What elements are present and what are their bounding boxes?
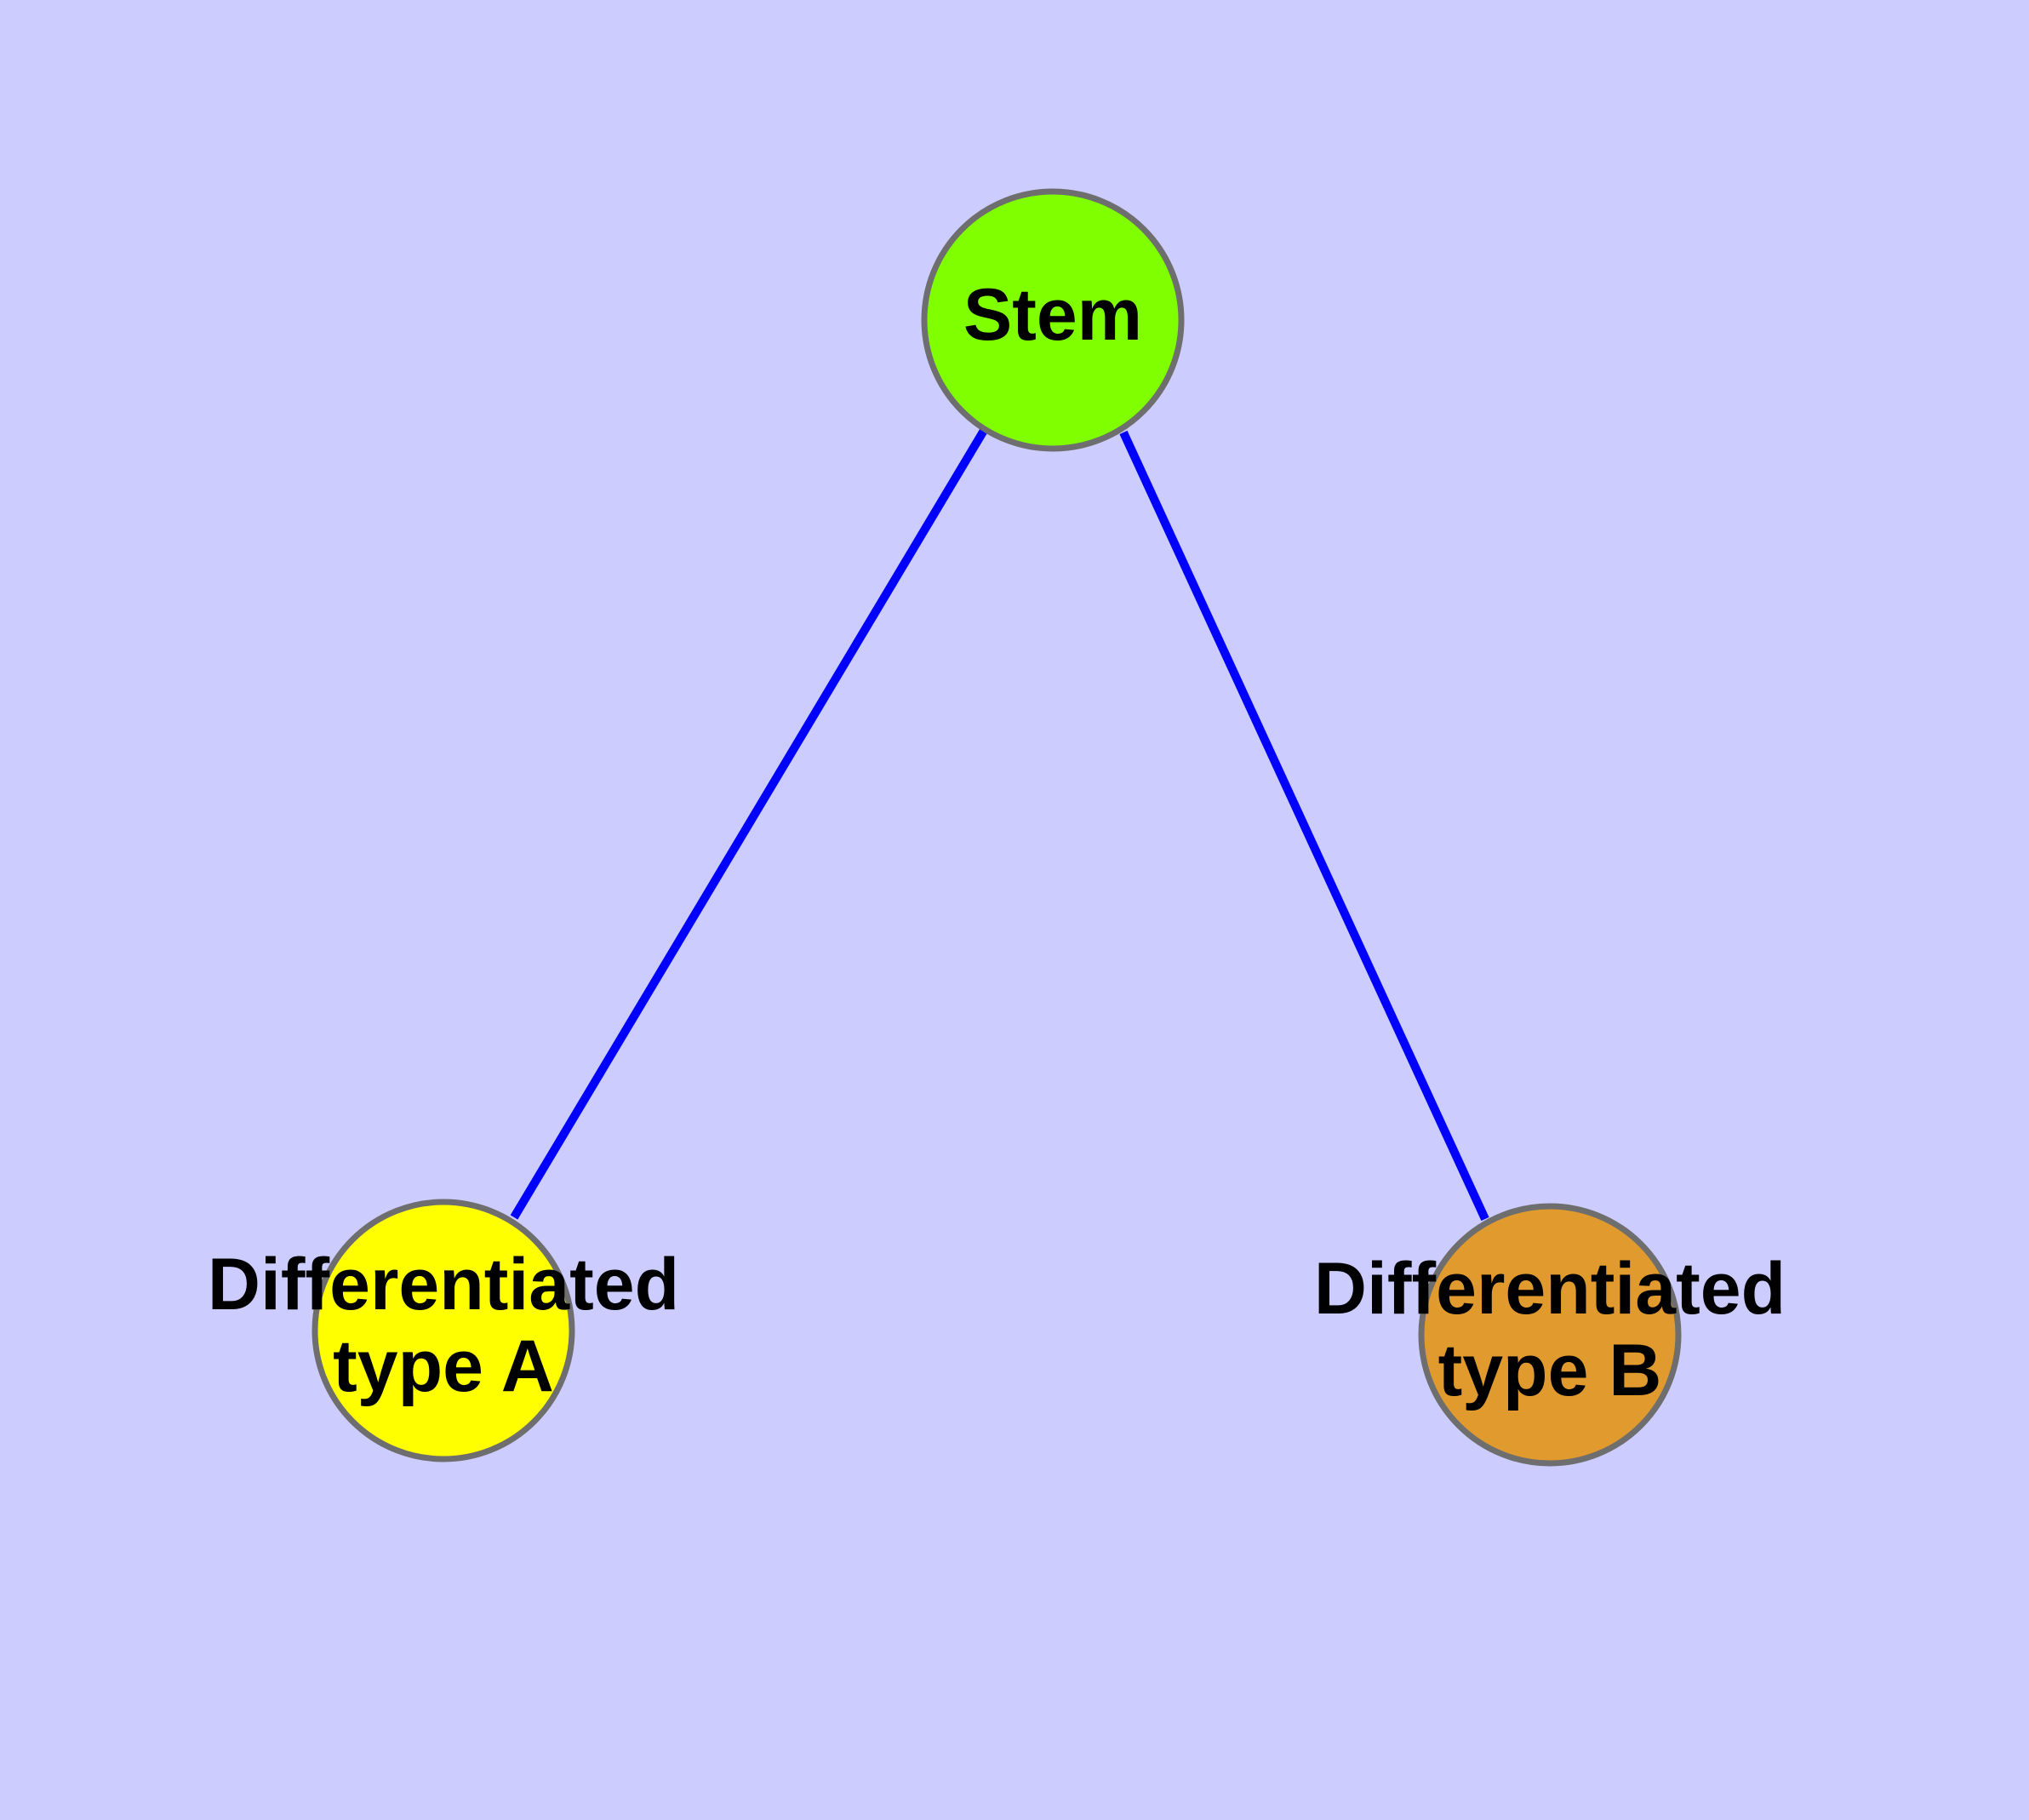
node-label-line: Stem xyxy=(963,274,1142,356)
edge-layer xyxy=(510,426,1489,1222)
edge-stem-to-a[interactable] xyxy=(510,426,989,1220)
node-layer xyxy=(311,188,1682,1467)
edge-stem-to-b[interactable] xyxy=(1119,430,1489,1222)
node-label-stem: Stem xyxy=(963,274,1142,356)
node-label-line: type B xyxy=(1438,1330,1662,1411)
node-label-line: Differentiated xyxy=(1314,1248,1786,1330)
node-diff-b[interactable] xyxy=(1418,1203,1682,1467)
node-stem[interactable] xyxy=(921,188,1185,452)
node-label-line: Differentiated xyxy=(208,1244,679,1325)
node-label-line: type A xyxy=(333,1325,554,1407)
node-diff-a[interactable] xyxy=(311,1199,575,1462)
